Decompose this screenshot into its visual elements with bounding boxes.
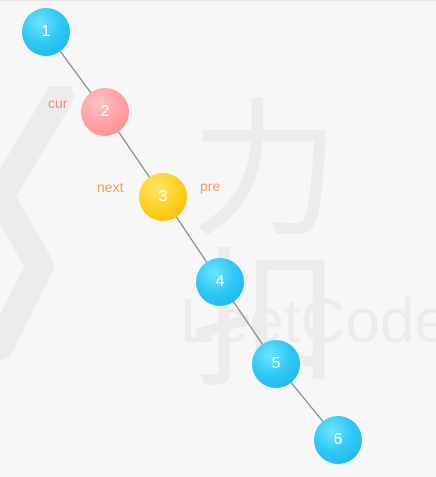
node-5-label: 5 bbox=[271, 355, 281, 372]
node-4-label: 4 bbox=[215, 273, 225, 290]
node-6: 6 bbox=[314, 416, 362, 464]
node-6-label: 6 bbox=[333, 431, 343, 448]
node-4: 4 bbox=[196, 258, 244, 306]
node-3-label: 3 bbox=[158, 188, 168, 205]
node-1-label: 1 bbox=[41, 23, 51, 40]
node-2: 2 bbox=[81, 88, 129, 136]
pointer-cur-label: cur bbox=[48, 95, 68, 111]
node-3: 3 bbox=[139, 173, 187, 221]
pointer-next-label: next bbox=[97, 179, 124, 195]
node-1: 1 bbox=[22, 8, 70, 56]
pointer-pre-label: pre bbox=[200, 178, 221, 194]
node-5: 5 bbox=[252, 340, 300, 388]
node-2-label: 2 bbox=[100, 103, 110, 120]
